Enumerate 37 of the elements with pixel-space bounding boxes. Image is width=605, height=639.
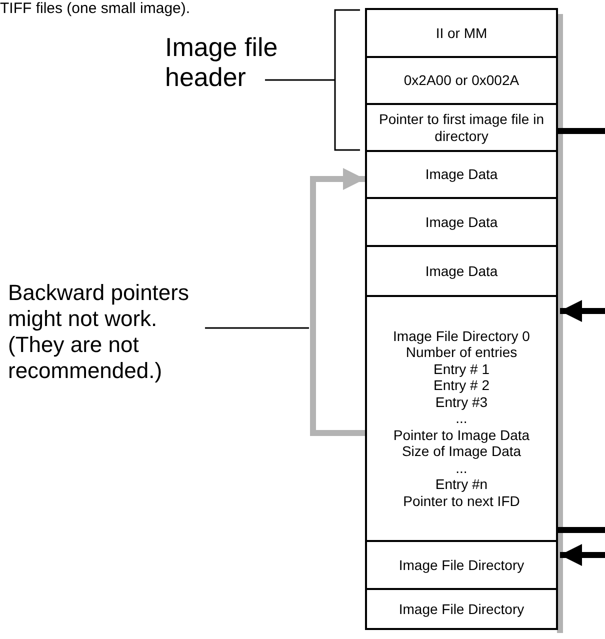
field-label: II or MM <box>436 24 488 42</box>
heading-text: TIFF files (one small image). <box>0 0 190 17</box>
memory-cell <box>365 588 558 630</box>
memory-cell <box>365 197 558 247</box>
field-label: Pointer to first image file in directory <box>378 111 545 144</box>
field-label: Entry # 1 <box>433 360 490 378</box>
arrow <box>560 300 605 322</box>
leader-line <box>205 327 309 329</box>
bracket <box>334 9 360 151</box>
field-label: ... <box>456 410 468 427</box>
memory-cell <box>365 245 558 297</box>
field-label: Entry #n <box>435 476 488 493</box>
field-label: Image Data <box>425 262 498 280</box>
field-label: Entry #3 <box>435 394 488 410</box>
field-label: Image Data <box>425 166 498 183</box>
field-label: Pointer to next IFD <box>403 492 520 510</box>
field-label: Image Data <box>425 214 498 230</box>
field-label: Image File Directory 0 <box>393 328 530 344</box>
callout-text: Image file header <box>165 32 285 92</box>
memory-cell <box>365 103 558 152</box>
arrow <box>310 168 365 436</box>
memory-cell <box>365 150 558 199</box>
field-label: Image File Directory <box>398 600 524 618</box>
memory-cell <box>365 540 558 590</box>
field-label: ... <box>456 460 468 476</box>
memory-cell <box>365 8 558 58</box>
arrow <box>560 544 605 566</box>
field-label: 0x2A00 or 0x002A <box>404 72 520 89</box>
memory-cell <box>365 295 558 542</box>
leader-line <box>265 79 335 81</box>
field-label: Number of entries <box>406 344 518 361</box>
field-label: Size of Image Data <box>402 443 522 460</box>
memory-cell <box>365 56 558 105</box>
field-label: Pointer to Image Data <box>393 426 530 444</box>
callout-text: Backward pointers might not work. (They are not recommended.) <box>8 280 213 384</box>
field-label: Entry # 2 <box>433 377 490 394</box>
field-label: Image File Directory <box>398 556 524 574</box>
